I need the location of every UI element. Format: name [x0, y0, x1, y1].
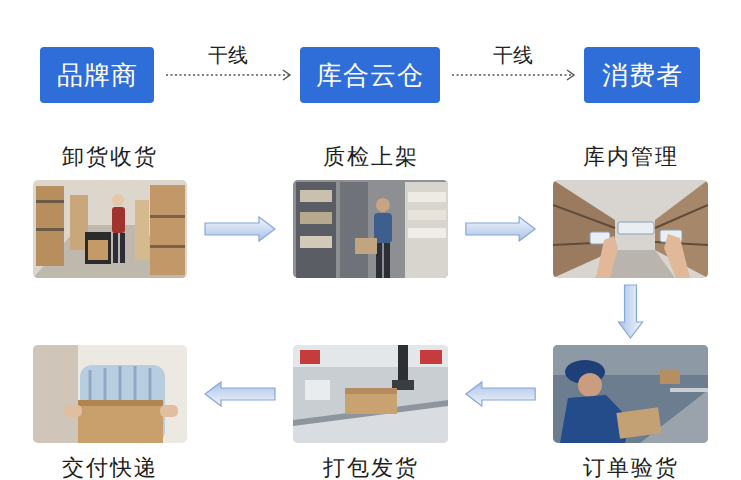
inspection-photo [293, 180, 448, 278]
photo-frame [33, 180, 187, 278]
delivery-photo [33, 345, 187, 443]
step-label: 打包发货 [293, 453, 448, 480]
photo-frame [293, 180, 448, 278]
step-label: 交付快递 [33, 453, 187, 480]
checking-photo [553, 345, 708, 443]
party-name: 消费者 [602, 58, 683, 93]
edge-label: 干线 [205, 43, 251, 67]
step-label: 订单验货 [553, 453, 708, 480]
party-box: 品牌商 [40, 47, 154, 103]
flow-arrow [466, 217, 535, 241]
dotted-connector [452, 70, 574, 80]
party-name: 品牌商 [57, 58, 138, 93]
unloading-photo [33, 180, 187, 278]
process-step: 卸货收货 [33, 142, 187, 278]
party-name: 库合云仓 [316, 58, 424, 93]
process-step: 订单验货 [553, 345, 708, 480]
process-step: 交付快递 [33, 345, 187, 480]
process-step: 质检上架 [293, 142, 448, 278]
photo-frame [33, 345, 187, 443]
edge-label: 干线 [490, 43, 536, 67]
process-step: 库内管理 [553, 142, 708, 278]
step-label: 质检上架 [293, 142, 448, 172]
warehouse-photo [553, 180, 708, 278]
packing-photo [293, 345, 448, 443]
flow-arrow [205, 217, 275, 241]
dotted-connector [166, 70, 290, 80]
step-label: 卸货收货 [33, 142, 187, 172]
process-step: 打包发货 [293, 345, 448, 480]
photo-frame [293, 345, 448, 443]
flow-arrow [205, 382, 275, 406]
photo-frame [553, 180, 708, 278]
photo-frame [553, 345, 708, 443]
flow-arrow [619, 285, 643, 338]
step-label: 库内管理 [553, 142, 708, 172]
party-box: 库合云仓 [300, 47, 440, 103]
party-box: 消费者 [584, 47, 700, 103]
flow-arrow [466, 382, 535, 406]
